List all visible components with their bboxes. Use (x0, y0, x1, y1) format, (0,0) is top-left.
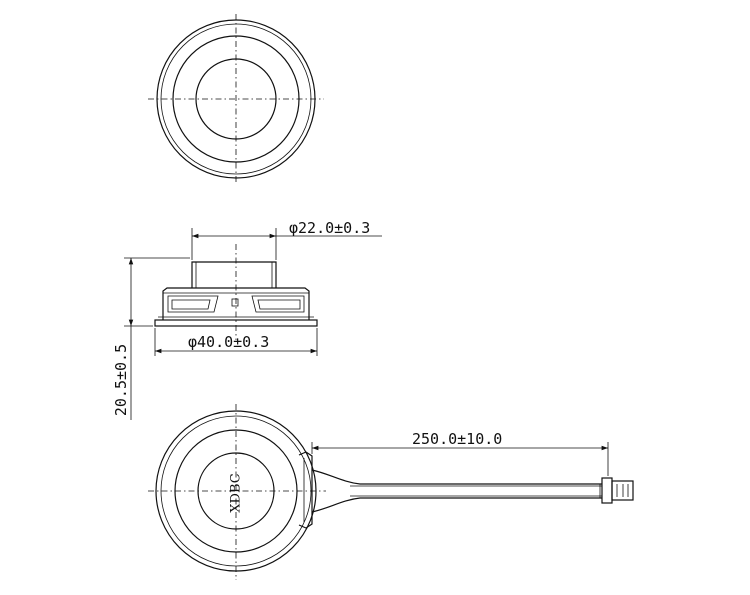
dim-frame-diameter-label: φ40.0±0.3 (188, 333, 269, 351)
dim-wire-length: 250.0±10.0 (311, 430, 609, 476)
rear-view (148, 404, 634, 580)
dim-cone-diameter-label: φ22.0±0.3 (289, 219, 370, 237)
dim-frame-diameter: φ40.0±0.3 (154, 328, 318, 356)
dim-height (124, 257, 190, 420)
dim-height-label: 20.5±0.5 (112, 344, 130, 416)
dim-wire-length-label: 250.0±10.0 (412, 430, 502, 448)
dim-cone-diameter: φ22.0±0.3 (191, 219, 382, 260)
rear-marking: XDBC (229, 473, 244, 512)
top-view (148, 14, 324, 185)
side-view (154, 244, 318, 340)
